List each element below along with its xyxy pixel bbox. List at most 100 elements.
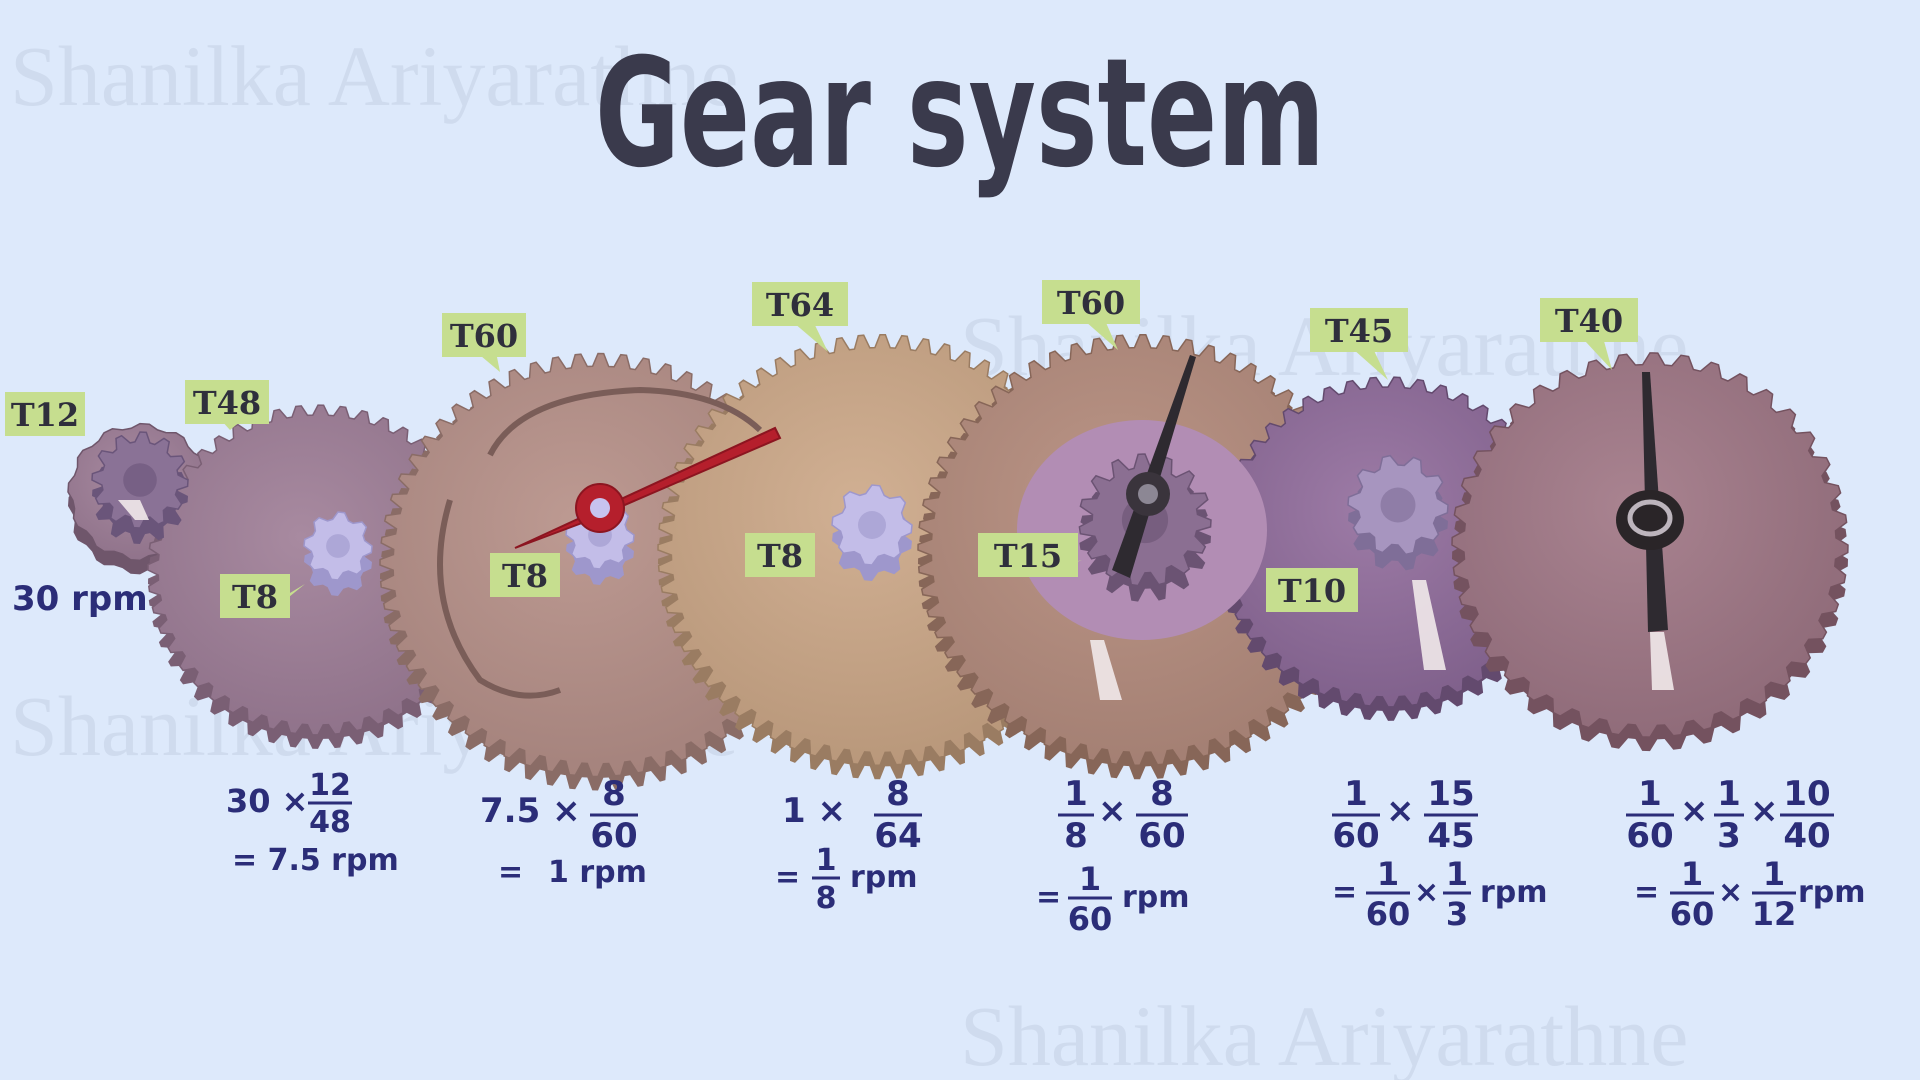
calc-4-times: × (1098, 791, 1127, 831)
calc-3-unit: rpm (850, 860, 918, 895)
calc-5-bden: 45 (1427, 816, 1474, 856)
tag-t15: T15 (978, 533, 1082, 577)
calc-3: 1 × 8 64 = 1 8 rpm (775, 774, 922, 916)
tag-t8b: T8 (490, 553, 560, 597)
calc-5-unit: rpm (1480, 875, 1548, 910)
calc-2-lead: 7.5 × (480, 791, 581, 831)
calc-1-result: = 7.5 rpm (232, 843, 399, 878)
calc-5-aden: 60 (1332, 816, 1379, 856)
tag-label: T48 (193, 384, 261, 422)
calc-5-r1num: 1 (1377, 855, 1399, 893)
calc-5-r2den: 3 (1446, 895, 1468, 933)
calc-6-unit: rpm (1798, 875, 1866, 910)
calc-3-den: 64 (874, 816, 921, 856)
calc-5-times2: × (1414, 875, 1439, 910)
calc-6-bnum: 1 (1717, 774, 1741, 814)
tag-label: T10 (1278, 572, 1346, 610)
pinion-t12 (91, 431, 189, 544)
tag-t60a: T60 (442, 313, 526, 372)
calc-1: 30 × 12 48 = 7.5 rpm (226, 768, 399, 878)
tag-label: T60 (450, 317, 518, 355)
calc-6-r2den: 12 (1752, 895, 1797, 933)
calculations: 30 × 12 48 = 7.5 rpm 7.5 × 8 60 = 1 rpm … (226, 768, 1866, 938)
calc-2-den: 60 (590, 816, 637, 856)
calc-3-rden: 8 (816, 881, 837, 916)
calc-2: 7.5 × 8 60 = 1 rpm (480, 774, 647, 890)
calc-2-num: 8 (602, 774, 626, 814)
calc-3-eq: = (775, 860, 800, 895)
calc-6-times: × (1680, 791, 1709, 831)
watermark-text: Shanilka Ariyarathne (960, 988, 1688, 1080)
tag-label: T60 (1057, 284, 1125, 322)
calc-6-cnum: 10 (1783, 774, 1830, 814)
calc-5-eq: = (1332, 875, 1357, 910)
hour-hand (1112, 355, 1196, 578)
calc-6: 1 60 × 1 3 × 10 40 = 1 60 × 1 12 rpm (1626, 774, 1866, 933)
calc-5-r2num: 1 (1446, 855, 1468, 893)
watermark-text: Shanilka Ariyarathne (10, 28, 738, 124)
calc-4-rnum: 1 (1079, 860, 1101, 898)
tag-t40: T40 (1540, 298, 1638, 370)
calc-4: 1 8 × 8 60 = 1 60 rpm (1036, 774, 1190, 938)
calc-6-r1den: 60 (1670, 895, 1715, 933)
calc-5: 1 60 × 15 45 = 1 60 × 1 3 rpm (1332, 774, 1548, 933)
tag-label: T12 (11, 396, 79, 434)
gear-slots (437, 386, 763, 699)
tag-t48: T48 (185, 380, 269, 430)
tag-label: T45 (1325, 312, 1393, 350)
calc-2-result: 1 rpm (548, 855, 647, 890)
tag-t8c: T8 (745, 533, 815, 577)
calc-1-lead: 30 × (226, 782, 308, 820)
tag-label: T8 (502, 557, 548, 595)
tag-t12: T12 (5, 392, 85, 436)
calc-4-anum: 1 (1064, 774, 1088, 814)
calc-5-anum: 1 (1344, 774, 1368, 814)
calc-5-bnum: 15 (1427, 774, 1474, 814)
calc-4-rden: 60 (1068, 900, 1113, 938)
tag-label: T8 (757, 537, 803, 575)
calc-2-eq: = (498, 855, 523, 890)
calc-6-cden: 40 (1783, 816, 1830, 856)
calc-6-bden: 3 (1717, 816, 1741, 856)
calc-3-num: 8 (886, 774, 910, 814)
pinion-t10 (1347, 454, 1449, 571)
calc-6-timesb: × (1750, 791, 1779, 831)
input-speed-label: 30 rpm (12, 579, 148, 619)
calc-6-eq: = (1634, 875, 1659, 910)
second-hand (1616, 372, 1684, 632)
calc-6-aden: 60 (1626, 816, 1673, 856)
minute-hand (514, 426, 782, 549)
tag-t8a: T8 (220, 574, 305, 618)
calc-1-num: 12 (309, 768, 351, 803)
pinion-t8c (831, 484, 913, 581)
page-title: Gear system (595, 27, 1325, 201)
calc-6-r2num: 1 (1763, 855, 1785, 893)
tag-label: T40 (1555, 302, 1623, 340)
marker-mark (1412, 580, 1446, 670)
calc-4-eq: = (1036, 880, 1061, 915)
tag-t60b: T60 (1042, 280, 1140, 350)
tag-label: T8 (232, 578, 278, 616)
tag-t10: T10 (1266, 568, 1358, 612)
tag-t45: T45 (1310, 308, 1408, 380)
calc-5-r1den: 60 (1366, 895, 1411, 933)
calc-3-lead: 1 × (782, 791, 846, 831)
tag-label: T15 (994, 537, 1062, 575)
calc-4-unit: rpm (1122, 880, 1190, 915)
calc-4-bden: 60 (1138, 816, 1185, 856)
calc-3-rnum: 1 (816, 843, 837, 878)
marker-mark (1090, 640, 1122, 700)
calc-6-r1num: 1 (1681, 855, 1703, 893)
tag-label: T64 (766, 286, 834, 324)
pinion-t8a (303, 511, 373, 596)
marker-mark (1650, 632, 1674, 690)
calc-6-times2: × (1718, 875, 1743, 910)
calc-6-anum: 1 (1638, 774, 1662, 814)
tag-t64: T64 (752, 282, 848, 352)
calc-4-aden: 8 (1064, 816, 1088, 856)
marker-mark (118, 500, 149, 520)
calc-4-bnum: 8 (1150, 774, 1174, 814)
calc-1-den: 48 (309, 805, 351, 840)
